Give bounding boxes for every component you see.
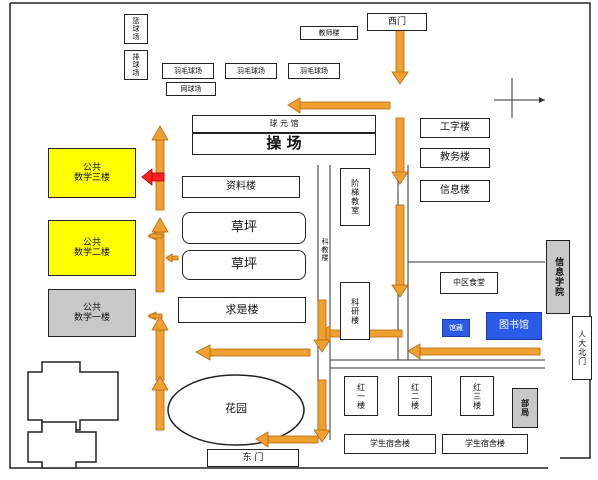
garden-label: 花园 <box>225 401 247 415</box>
building-office[interactable]: 教师楼 <box>300 26 358 40</box>
building-label: 中区食堂 <box>453 278 485 288</box>
building-dorm-1[interactable]: 学生宿舍楼 <box>344 434 436 454</box>
highlight-arrow <box>141 168 165 186</box>
gate-label: 人大北门 <box>577 330 587 366</box>
building-label: 教师楼 <box>318 28 340 37</box>
building-info-college[interactable]: 信息学院 <box>546 240 570 314</box>
west-gate[interactable]: 西门 <box>367 13 427 31</box>
building-label: 求是楼 <box>225 302 259 316</box>
building-label: 学生宿舍楼 <box>370 439 410 449</box>
building-label: 公共 数学三楼 <box>73 162 110 183</box>
building-label: 科研楼 <box>350 297 360 325</box>
building-label: 红二楼 <box>410 382 420 410</box>
building-engineering[interactable]: 工字楼 <box>420 118 490 138</box>
gate-label: 东 门 <box>242 452 264 463</box>
building-badminton-3[interactable]: 羽毛球场 <box>288 63 340 79</box>
building-label: 草坪 <box>230 256 257 272</box>
building-red-2[interactable]: 红二楼 <box>398 376 432 416</box>
building-label: 信息楼 <box>440 185 470 197</box>
building-label: 草坪 <box>230 219 257 235</box>
playground[interactable]: 操 场 <box>192 133 376 155</box>
building-label: 篮球场 <box>132 17 141 41</box>
road-label-text: 科教楼 <box>321 238 330 262</box>
building-label: 操 场 <box>266 134 302 153</box>
campus-boundary-left <box>9 3 548 469</box>
building-tennis[interactable]: 网球场 <box>166 82 216 96</box>
building-label: 红三楼 <box>472 382 482 410</box>
building-red-3[interactable]: 红三楼 <box>460 376 494 416</box>
route-arrows <box>147 27 541 448</box>
lawn-2[interactable]: 草坪 <box>182 250 306 280</box>
building-label: 图书馆 <box>499 320 529 332</box>
lawn-1[interactable]: 草坪 <box>182 212 306 244</box>
garden[interactable]: 花园 <box>206 400 266 418</box>
building-label: 资料楼 <box>226 181 256 193</box>
building-stadium[interactable]: 球 元 馆 <box>192 115 376 133</box>
road-label: 科教楼 <box>320 215 330 285</box>
campus-boundary <box>10 2 591 459</box>
building-archive[interactable]: 资料楼 <box>182 176 300 198</box>
building-badminton-2[interactable]: 羽毛球场 <box>225 63 277 79</box>
building-label: 公共 数学一楼 <box>73 302 110 323</box>
building-public-math-2[interactable]: 公共 数学二楼 <box>48 220 136 276</box>
building-info[interactable]: 信息楼 <box>420 180 490 202</box>
building-label: 羽毛球场 <box>237 66 265 75</box>
cross-building-upper <box>27 361 119 431</box>
east-gate[interactable]: 东 门 <box>207 449 299 467</box>
building-label: 信息学院 <box>553 257 564 297</box>
building-label: 红一楼 <box>356 382 366 410</box>
building-label: 球 元 馆 <box>269 119 299 129</box>
building-label: 阶梯教室 <box>350 179 360 215</box>
building-court-1[interactable]: 篮球场 <box>124 14 148 44</box>
building-public-math-1[interactable]: 公共 数学一楼 <box>48 289 136 337</box>
building-dept[interactable]: 部局 <box>512 388 538 428</box>
building-research[interactable]: 科研楼 <box>340 282 370 340</box>
building-library[interactable]: 图书馆 <box>486 312 542 340</box>
building-label: 工字楼 <box>440 122 470 134</box>
building-court-2[interactable]: 排球场 <box>124 50 148 80</box>
building-dorm-2[interactable]: 学生宿舍楼 <box>442 434 528 454</box>
cross-building-lower <box>27 421 97 469</box>
building-label: 羽毛球场 <box>174 66 202 75</box>
building-qiushi[interactable]: 求是楼 <box>178 297 306 323</box>
building-label: 部局 <box>520 399 530 417</box>
building-label: 教务楼 <box>440 152 470 164</box>
building-label: 羽毛球场 <box>300 66 328 75</box>
building-label: 公共 数学二楼 <box>73 237 110 258</box>
building-museum[interactable]: 馆藏 <box>442 319 470 337</box>
building-label: 排球场 <box>132 53 141 77</box>
renda-north-gate[interactable]: 人大北门 <box>572 316 592 380</box>
building-education[interactable]: 教务楼 <box>420 148 490 168</box>
building-lecture-hall[interactable]: 阶梯教室 <box>340 168 370 226</box>
building-public-math-3[interactable]: 公共 数学三楼 <box>48 148 136 198</box>
building-label: 网球场 <box>180 84 202 93</box>
building-badminton-1[interactable]: 羽毛球场 <box>162 63 214 79</box>
building-label: 馆藏 <box>449 323 463 332</box>
garden-ellipse <box>167 374 305 446</box>
building-red-1[interactable]: 红一楼 <box>344 376 378 416</box>
gate-label: 西门 <box>387 16 406 27</box>
building-label: 学生宿舍楼 <box>465 439 505 449</box>
building-canteen[interactable]: 中区食堂 <box>440 272 498 294</box>
